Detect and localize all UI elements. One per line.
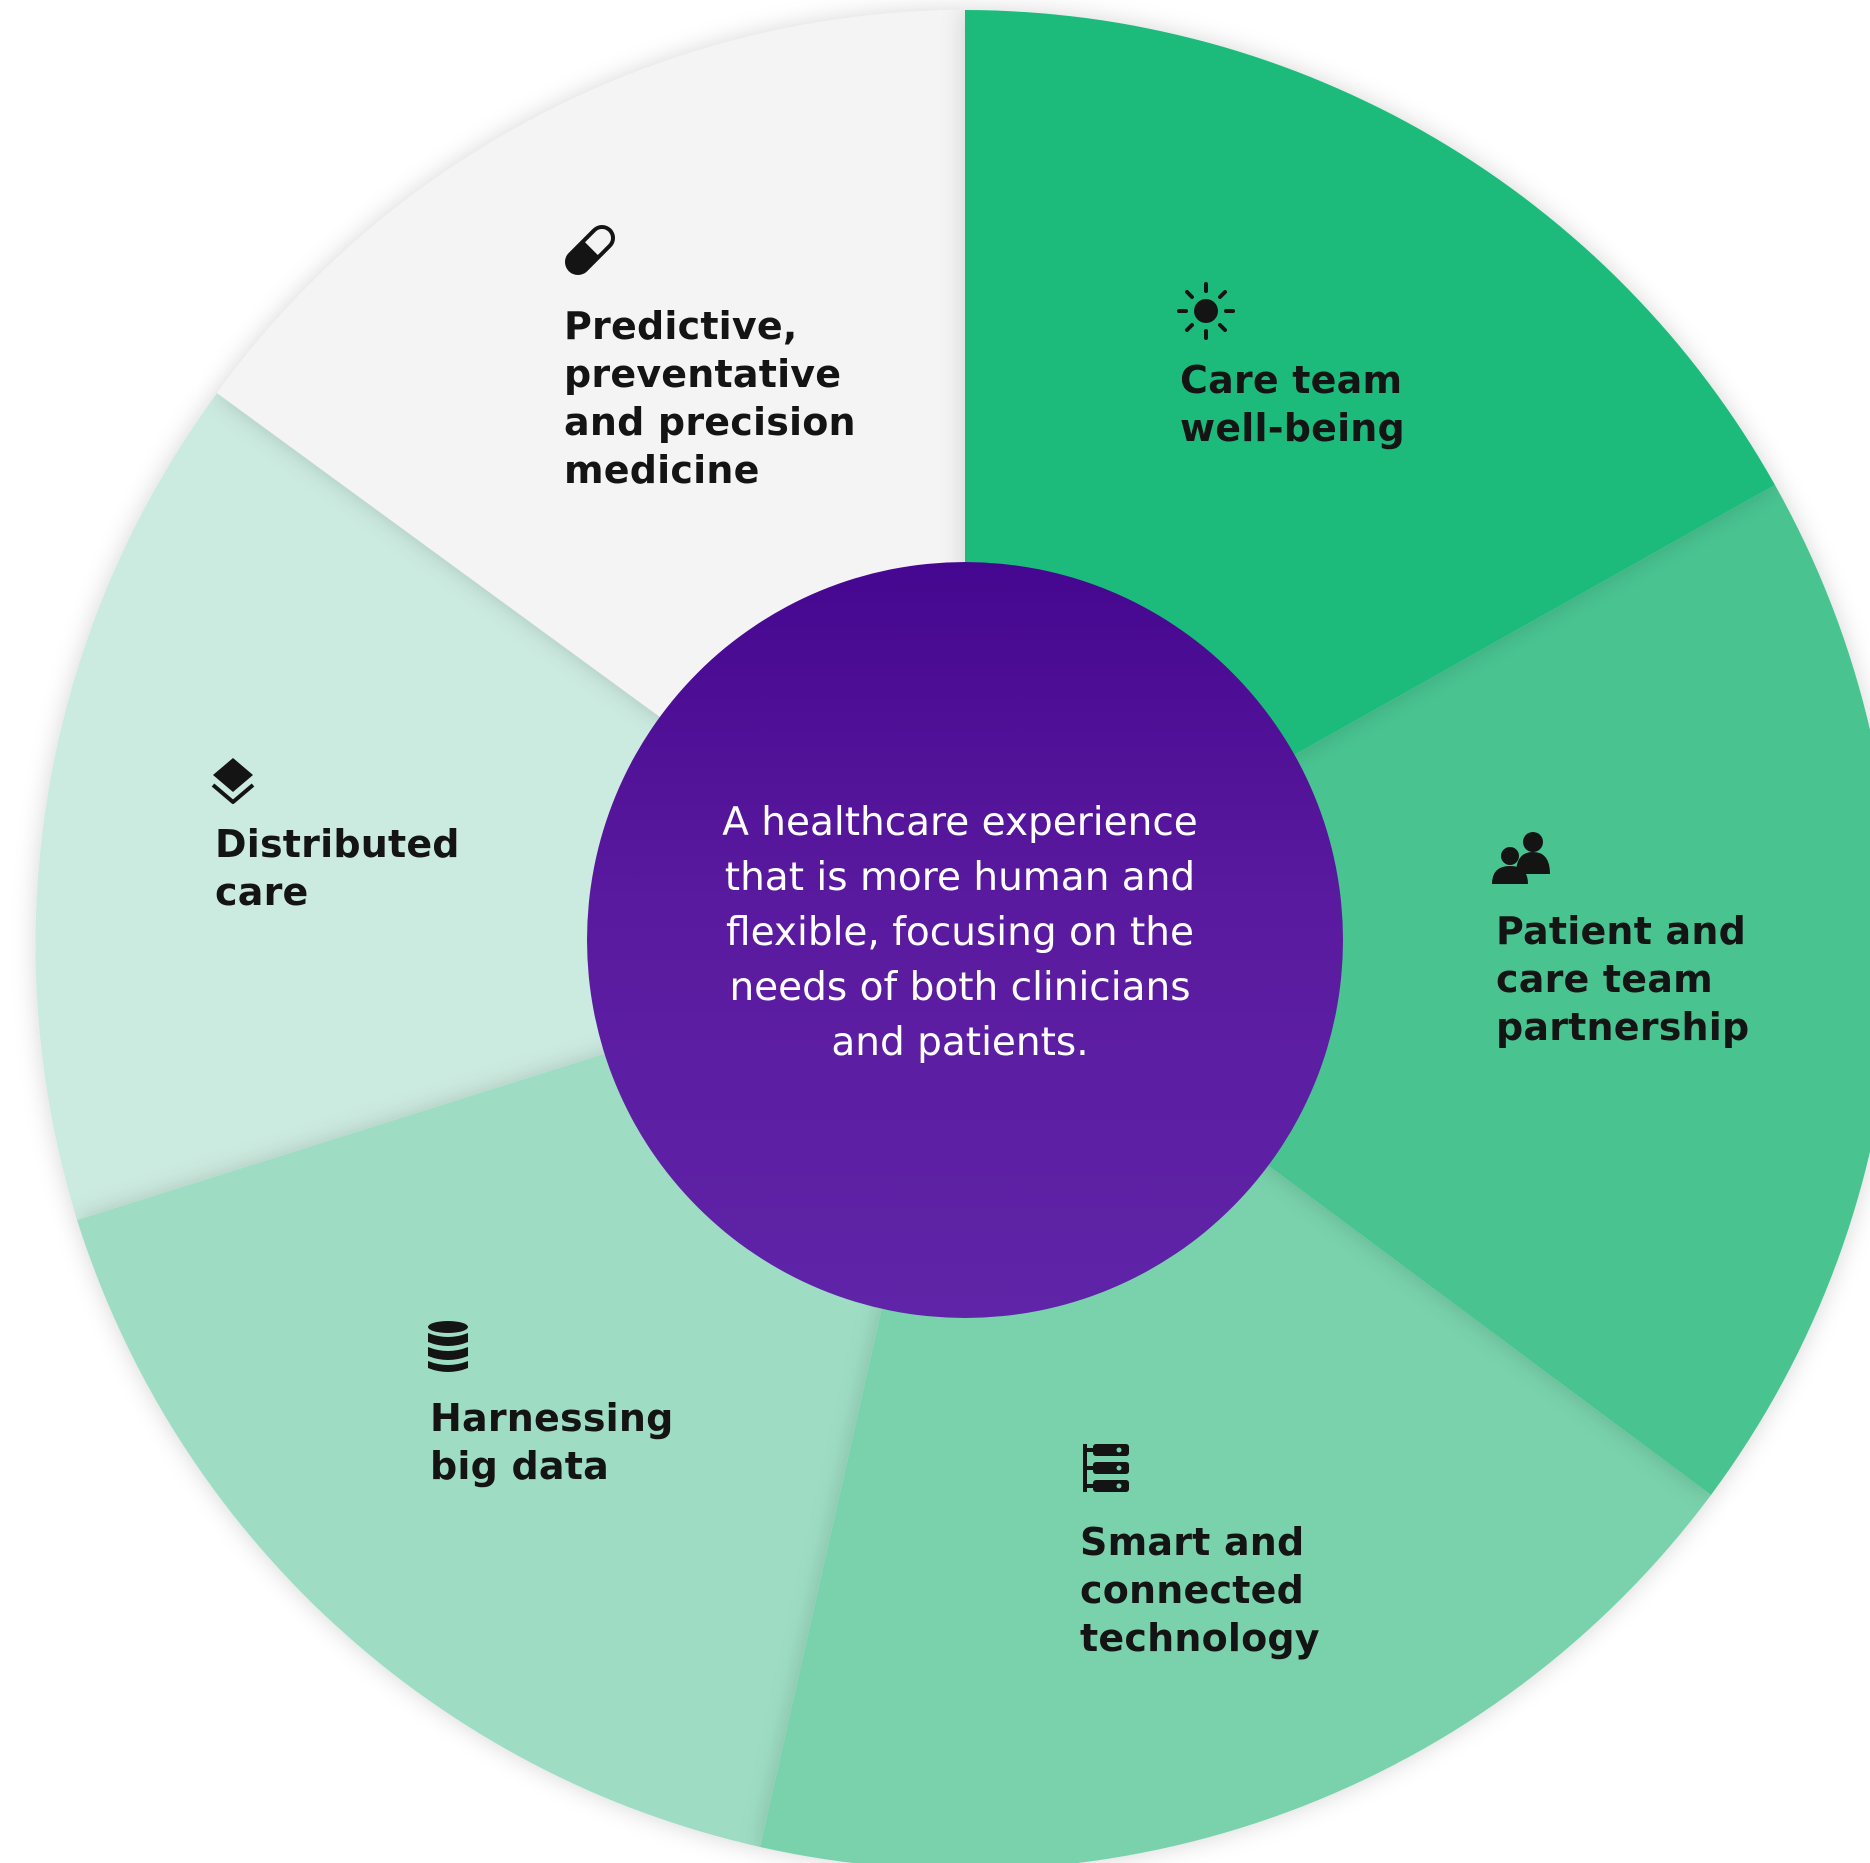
server-icon	[1083, 1444, 1129, 1492]
label-line: connected	[1080, 1568, 1304, 1612]
users-icon	[1492, 832, 1550, 884]
label-line: Patient and	[1496, 909, 1746, 953]
center-line: A healthcare experience	[722, 800, 1198, 845]
label-line: care team	[1496, 957, 1713, 1001]
label-line: Smart and	[1080, 1520, 1305, 1564]
layers-icon	[211, 758, 255, 804]
label-line: preventative	[564, 352, 842, 396]
label-line: and precision	[564, 400, 856, 444]
label-line: well-being	[1180, 406, 1405, 450]
segment-label-care-team-well-being: Care team well-being	[1180, 356, 1405, 452]
center-line: needs of both clinicians	[729, 965, 1191, 1010]
database-icon	[428, 1321, 468, 1372]
center-line: that is more human and	[724, 855, 1196, 900]
label-line: Care team	[1180, 358, 1403, 402]
label-line: Predictive,	[564, 304, 798, 348]
sun-icon	[1177, 282, 1235, 340]
segment-label-patient-and-care-team-partnership: Patient and care team partnership	[1496, 907, 1749, 1051]
label-line: partnership	[1496, 1005, 1750, 1049]
label-line: care	[215, 870, 309, 914]
label-line: Harnessing	[430, 1396, 674, 1440]
center-circle	[587, 562, 1343, 1318]
segment-patient-and-care-team-partnership	[965, 485, 1870, 1495]
segment-label-smart-and-connected-technology: Smart and connected technology	[1080, 1518, 1320, 1662]
segment-label-distributed-care: Distributed care	[215, 820, 460, 916]
center-line: flexible, focusing on the	[726, 910, 1194, 955]
label-line: technology	[1080, 1616, 1320, 1660]
segment-label-predictive-preventative-precision-medicine: Predictive, preventative and precision m…	[564, 302, 856, 494]
label-line: big data	[430, 1444, 609, 1488]
segment-label-harnessing-big-data: Harnessing big data	[430, 1394, 674, 1490]
label-line: medicine	[564, 448, 760, 492]
label-line: Distributed	[215, 822, 460, 866]
center-line: and patients.	[831, 1020, 1089, 1065]
pill-icon	[564, 224, 616, 276]
center-statement: A healthcare experience that is more hum…	[630, 795, 1290, 1070]
